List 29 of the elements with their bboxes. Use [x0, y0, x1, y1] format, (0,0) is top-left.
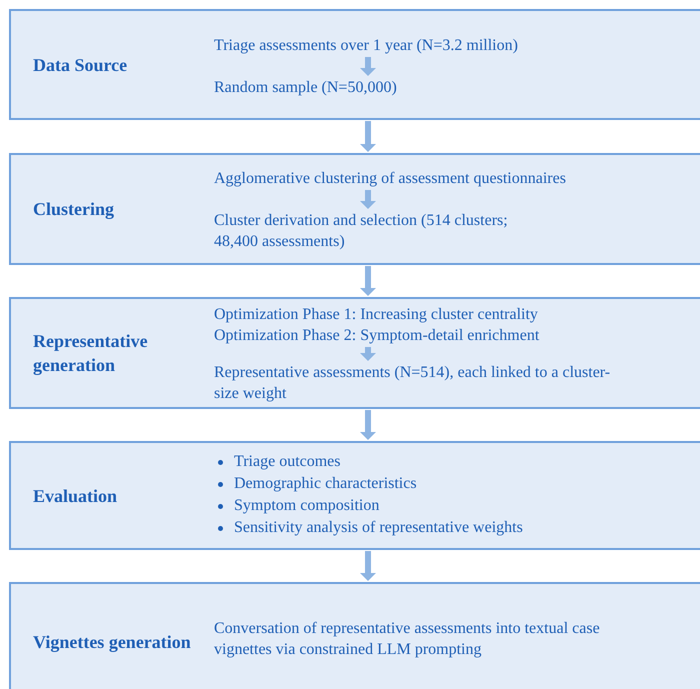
- step-text: Cluster derivation and selection (514 clusters; 48,400 assessments): [214, 211, 509, 252]
- stage-heading: Vignettes generation: [33, 631, 192, 654]
- down-arrow: [360, 190, 376, 209]
- step-text: Optimization Phase 1: Increasing cluster centrality: [214, 305, 539, 325]
- step-text: Agglomerative clustering of assessment questionnaires: [214, 169, 567, 189]
- step-text: Conversation of representative assessments into textual case vignettes via constrained LLM prompting: [214, 619, 601, 660]
- down-arrow: [360, 57, 376, 76]
- list-item-text: Triage outcomes: [234, 452, 341, 472]
- list-item-text: Sensitivity analysis of representative weights: [234, 518, 523, 538]
- step-text: Random sample (N=50,000): [214, 78, 398, 98]
- step-text: Triage assessments over 1 year (N=3.2 million): [214, 36, 519, 56]
- stage-heading: Representative generation: [33, 330, 149, 377]
- step-text: Representative assessments (N=514), each linked to a cluster-size weight: [214, 363, 612, 404]
- stage-band: [9, 153, 700, 265]
- down-arrow: [360, 121, 376, 152]
- stage-heading: Clustering: [33, 198, 115, 221]
- down-arrow: [360, 410, 376, 440]
- stage-band: [9, 297, 700, 409]
- list-item-text: Demographic characteristics: [234, 474, 417, 494]
- stage-heading: Evaluation: [33, 484, 118, 508]
- stage-heading: Data Source: [33, 54, 128, 76]
- step-text: Optimization Phase 2: Symptom-detail enrichment: [214, 326, 540, 346]
- stage-band: [9, 441, 700, 550]
- down-arrow: [360, 551, 376, 581]
- down-arrow: [360, 266, 376, 296]
- stage-band: [9, 9, 700, 120]
- down-arrow: [360, 347, 376, 361]
- list-item-text: Symptom composition: [234, 496, 380, 516]
- stage-band: [9, 582, 700, 689]
